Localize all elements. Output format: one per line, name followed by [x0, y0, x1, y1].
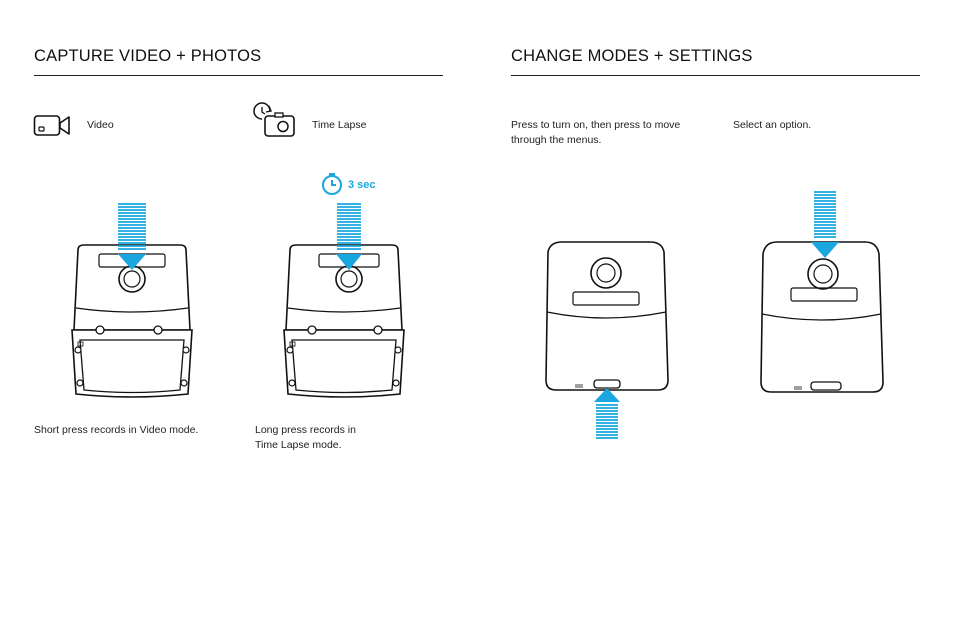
short-press-caption: Short press records in Video mode. [34, 424, 199, 436]
stopwatch-icon [322, 173, 342, 195]
camera-back-mode-button [545, 241, 669, 439]
press-menu-caption-line-2: through the menus. [511, 134, 602, 146]
time-lapse-mode-label: Time Lapse [312, 119, 367, 131]
press-menu-caption: Press to turn on, then press to move thr… [511, 118, 680, 148]
timer-label: 3 sec [348, 179, 376, 191]
capture-section-title: CAPTURE VIDEO + PHOTOS [34, 47, 262, 65]
long-press-caption: Long press records in Time Lapse mode. [255, 423, 356, 453]
time-lapse-icon [253, 102, 295, 137]
long-press-caption-line-2: Time Lapse mode. [255, 439, 342, 451]
camera-front-short-press [71, 203, 193, 398]
video-camera-icon [33, 115, 70, 136]
camera-back-select-button [760, 191, 884, 393]
modes-divider [511, 75, 920, 76]
modes-section-title: CHANGE MODES + SETTINGS [511, 47, 753, 65]
camera-front-long-press [283, 203, 405, 398]
video-mode-label: Video [87, 119, 114, 131]
select-option-caption: Select an option. [733, 119, 812, 131]
press-menu-caption-line-1: Press to turn on, then press to move [511, 119, 681, 131]
long-press-caption-line-1: Long press records in [255, 424, 356, 436]
capture-divider [34, 75, 443, 76]
